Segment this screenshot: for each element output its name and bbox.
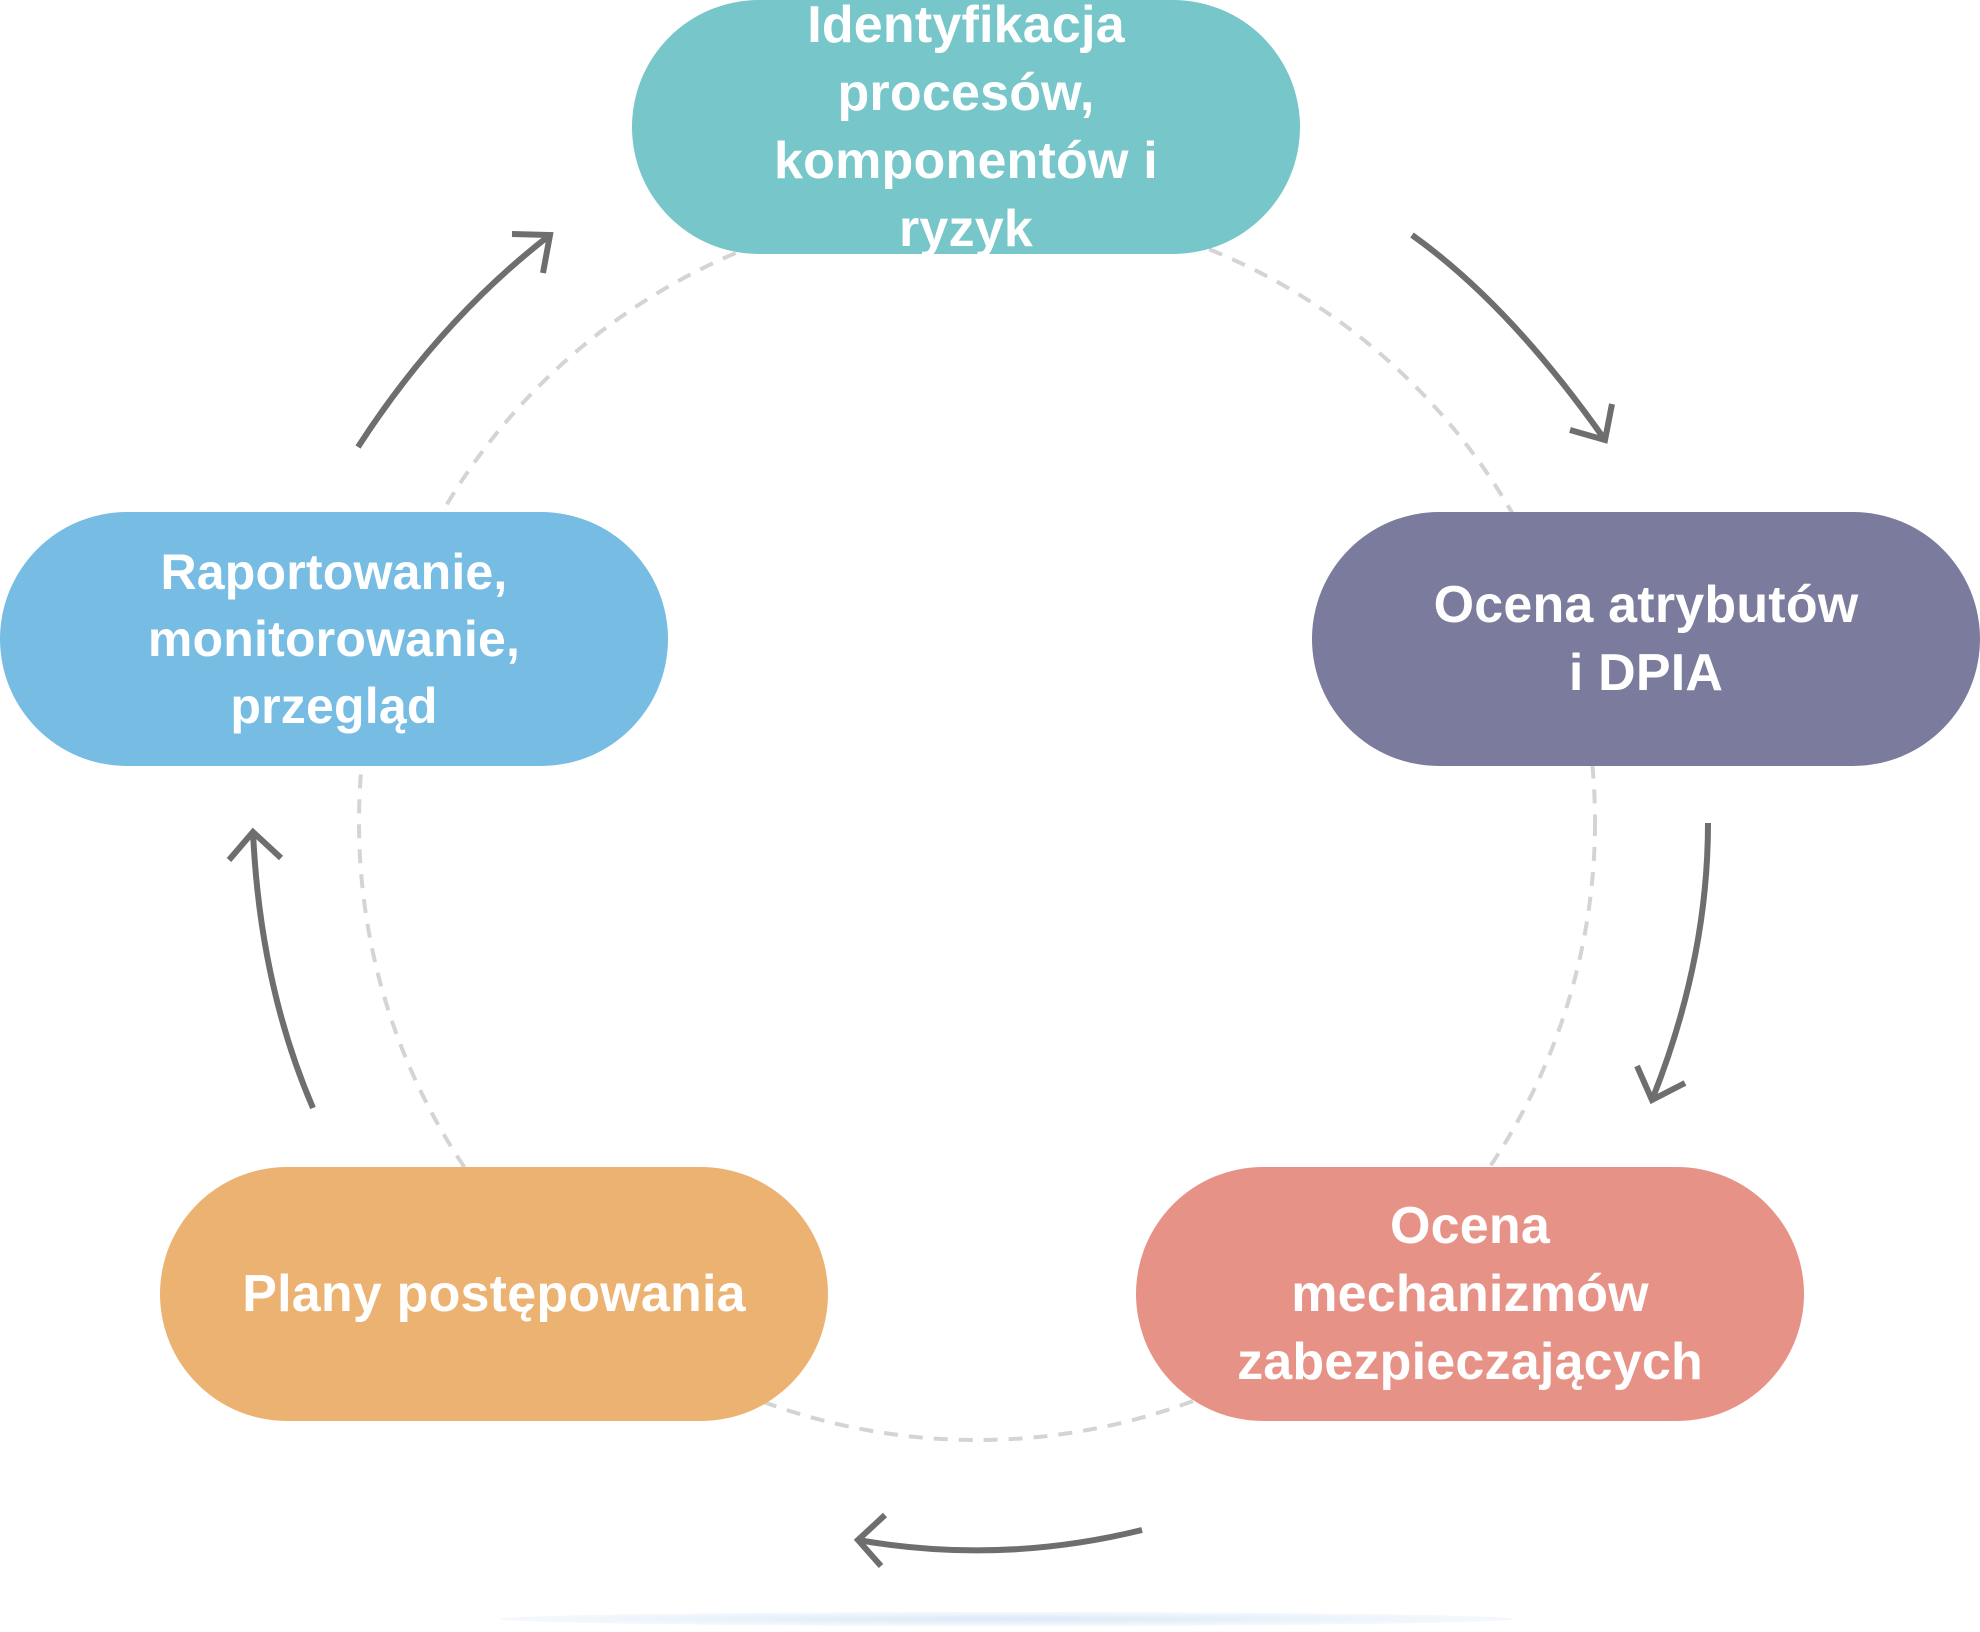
step-label-safeguard-assessment: Ocena mechanizmów zabezpieczających [1237, 1197, 1703, 1391]
step-pill-identification: Identyfikacja procesów, komponentów i ry… [632, 0, 1300, 258]
arrow-step1-to-step2 [1410, 232, 1615, 444]
arrow-step4-to-step5 [226, 827, 316, 1110]
step-label-action-plans: Plany postępowania [242, 1265, 746, 1323]
step-pill-attribute-assessment: Ocena atrybutów i DPIA [1312, 512, 1980, 766]
step-pill-safeguard-assessment: Ocena mechanizmów zabezpieczających [1136, 1167, 1804, 1421]
step-pill-action-plans: Plany postępowania [160, 1167, 828, 1421]
step-label-identification: Identyfikacja procesów, komponentów i ry… [774, 0, 1158, 258]
step-pill-reporting: Raportowanie, monitorowanie, przegląd [0, 512, 668, 766]
arrow-step2-to-step3 [1634, 822, 1711, 1105]
step-label-reporting: Raportowanie, monitorowanie, przegląd [147, 543, 521, 734]
arrow-step5-to-step1 [355, 231, 554, 449]
arrow-step3-to-step4 [853, 1512, 1143, 1568]
step-label-attribute-assessment: Ocena atrybutów i DPIA [1433, 576, 1859, 702]
ground-shadow [500, 1612, 1514, 1626]
